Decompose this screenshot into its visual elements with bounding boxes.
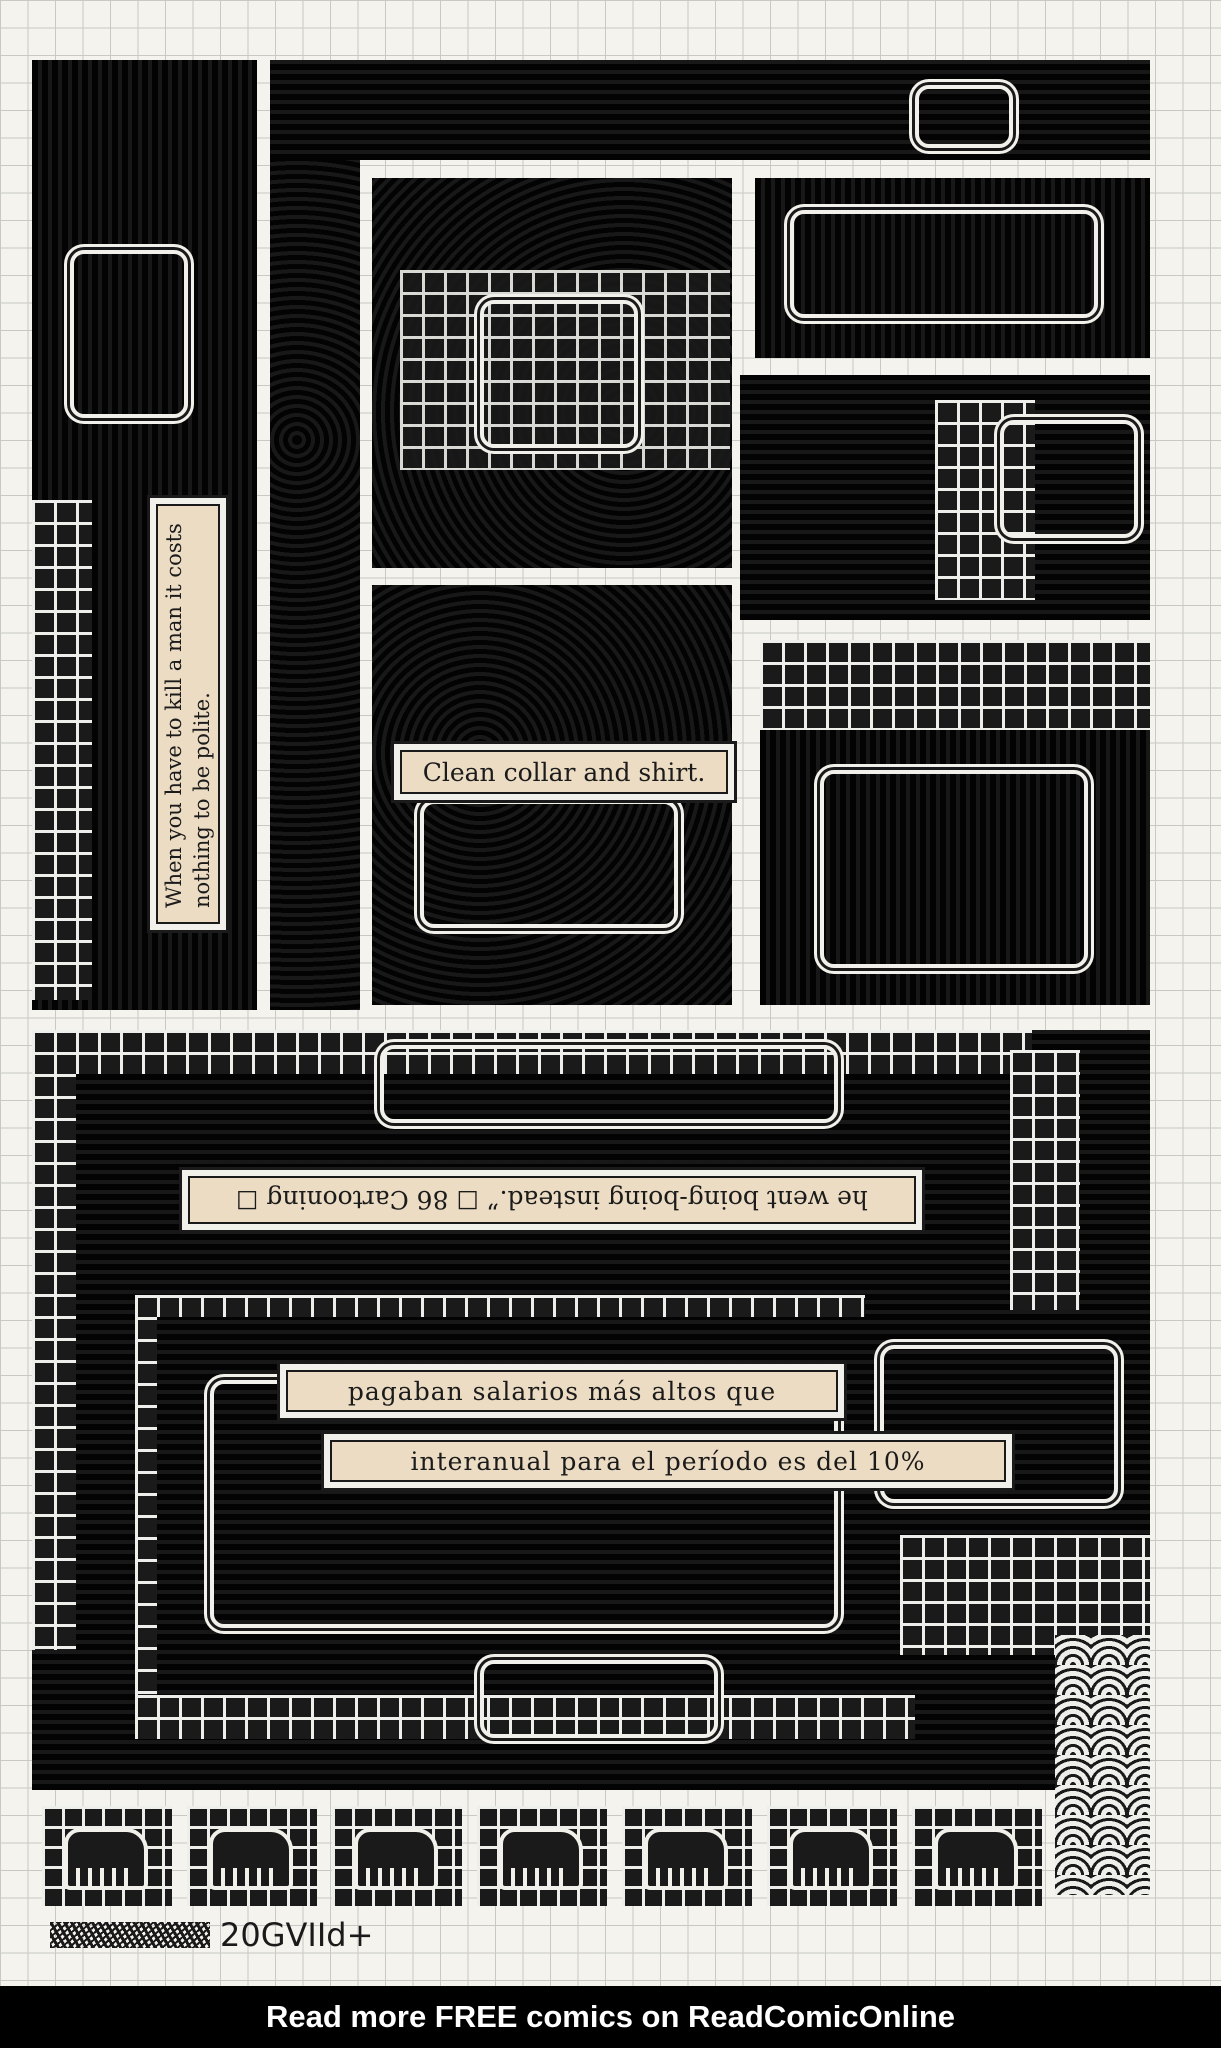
robot-figure-upper [480, 300, 638, 448]
tile-grid-right-middle [935, 400, 1035, 600]
dog-icon [934, 1828, 1018, 1890]
cat-figure-left [70, 250, 188, 418]
panel-upper-right [755, 178, 1150, 358]
dog-tile-4 [477, 1806, 607, 1906]
panel-top-wide [270, 60, 1150, 160]
tile-frame-inner-bottom [135, 1695, 915, 1739]
footer-banner[interactable]: Read more FREE comics on ReadComicOnline [0, 1986, 1221, 2048]
tile-frame-inner-left [135, 1295, 157, 1715]
dog-icon [499, 1828, 583, 1890]
panel-center [372, 585, 732, 1005]
caption-collar: Clean collar and shirt. [400, 750, 728, 794]
dog-icon [354, 1828, 438, 1890]
tile-frame-bottom-left [32, 1030, 76, 1650]
tile-frame-bottom-top [32, 1030, 1032, 1074]
long-creature-bottom [210, 1380, 838, 1628]
signature-text: 20GVIId+ [220, 1916, 374, 1954]
tile-column-left [32, 500, 92, 1000]
house-figure-right [880, 1345, 1118, 1503]
artist-signature: 20GVIId+ [50, 1912, 373, 1958]
dog-tile-7 [912, 1806, 1042, 1906]
footer-link-text[interactable]: Read more FREE comics on ReadComicOnline [265, 1999, 956, 2034]
caption-vertical: When you have to kill a man it costs not… [156, 504, 220, 924]
dog-tile-6 [767, 1806, 897, 1906]
scale-pattern-panel [1055, 1635, 1150, 1895]
scribble-mark [50, 1922, 210, 1948]
face-figure-right [1000, 420, 1138, 538]
tile-block-bottom-right [900, 1535, 1150, 1655]
figures-right-lower [820, 770, 1088, 968]
dog-tile-3 [332, 1806, 462, 1906]
fish-figure [480, 1660, 718, 1738]
caption-salarios: pagaban salarios más altos que [286, 1370, 838, 1412]
tile-frame-inner-top [135, 1295, 865, 1317]
dog-icon [64, 1828, 148, 1890]
crocodile-figure [790, 210, 1098, 318]
dog-figure-center [420, 800, 678, 928]
dog-tile-1 [42, 1806, 172, 1906]
tile-bar-right-lower [760, 640, 1150, 730]
dog-icon [644, 1828, 728, 1890]
caption-interanual: interanual para el período es del 10% [330, 1440, 1006, 1482]
tile-column-bottom-right [1010, 1050, 1080, 1310]
dog-tile-2 [187, 1806, 317, 1906]
dog-tile-5 [622, 1806, 752, 1906]
creature-top-row [380, 1045, 838, 1123]
caption-upside-down: he went boing-boing instead.” ☐ 86 Carto… [188, 1176, 916, 1224]
dog-icon [209, 1828, 293, 1890]
panel-left-strip [270, 60, 360, 1010]
dog-figure-top-right [915, 85, 1013, 148]
dog-icon [789, 1828, 873, 1890]
